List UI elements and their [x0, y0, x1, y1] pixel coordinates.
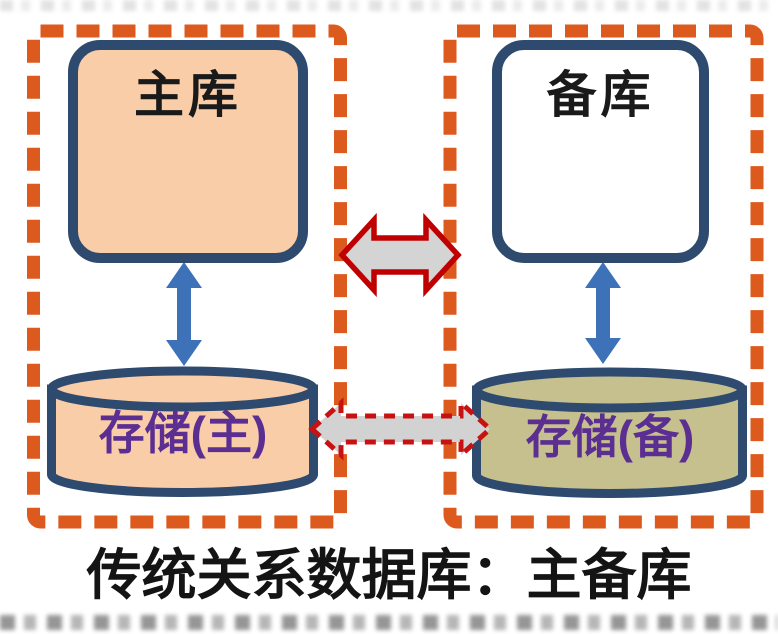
- primary-db-storage-arrow: [166, 262, 202, 366]
- standby-storage-label: 存储(备): [525, 411, 695, 463]
- primary-storage-cylinder: [47, 366, 318, 497]
- primary-storage-label: 存储(主): [98, 407, 268, 459]
- db-sync-arrow: [338, 212, 462, 298]
- storage-sync-arrow: [308, 397, 494, 461]
- standby-db-label: 备库: [546, 67, 655, 123]
- primary-group-frame: [27, 24, 347, 529]
- standby-storage-cylinder: [472, 367, 747, 498]
- primary-db-box: 主库: [68, 40, 308, 263]
- standby-db-box: 备库: [492, 40, 709, 263]
- standby-db-storage-arrow: [585, 262, 621, 364]
- caption: 传统关系数据库：主备库: [86, 544, 692, 606]
- primary-db-label: 主库: [134, 67, 242, 123]
- standby-group-frame: [443, 24, 764, 529]
